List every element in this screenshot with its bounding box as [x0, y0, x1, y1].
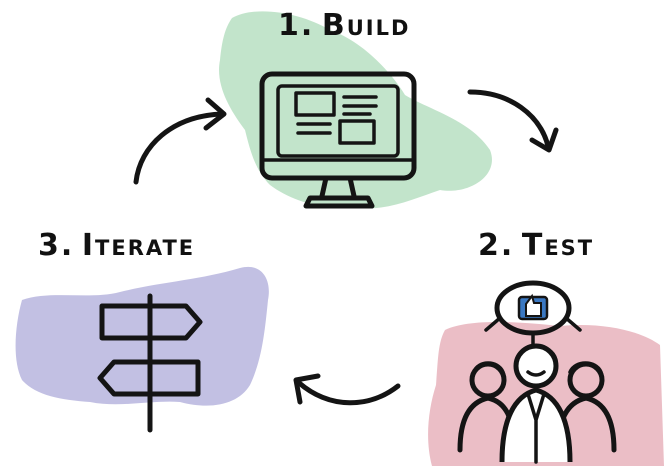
arrow-build-to-test	[467, 89, 559, 153]
computer-monitor-icon	[259, 71, 417, 209]
step-iterate-label: 3. Iterate	[38, 228, 195, 263]
signpost-icon	[97, 293, 203, 433]
step-name: Iterate	[81, 228, 196, 263]
arrow-iterate-to-build	[133, 97, 227, 185]
step-number: 2.	[478, 228, 515, 263]
step-number: 1.	[278, 8, 315, 43]
step-name: Build	[321, 8, 411, 43]
step-number: 3.	[38, 228, 75, 263]
arrow-test-to-iterate	[293, 373, 401, 406]
user-group-thumbs-up-icon	[457, 280, 617, 464]
step-test-label: 2. Test	[478, 228, 594, 263]
step-build-label: 1. Build	[278, 8, 410, 43]
step-name: Test	[521, 228, 595, 263]
